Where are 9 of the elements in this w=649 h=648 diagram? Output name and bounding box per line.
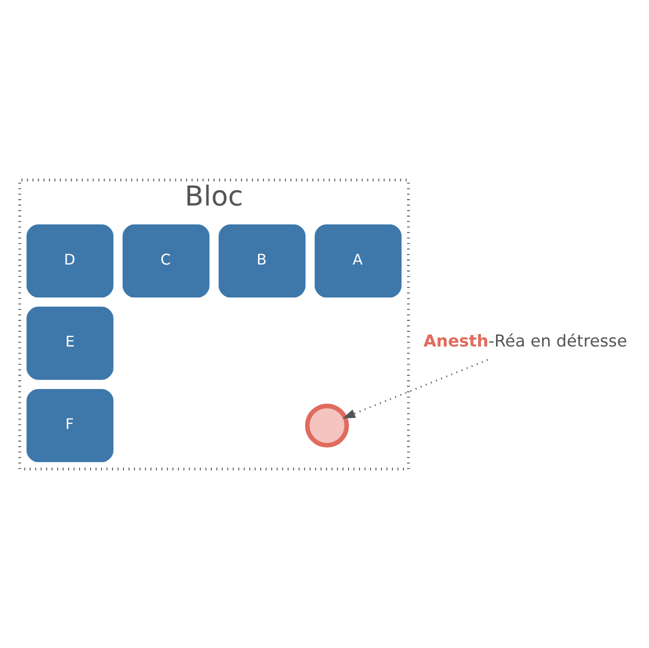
node-circle	[305, 403, 349, 448]
node-box: D	[26, 224, 114, 298]
arrow	[342, 358, 488, 418]
node-text: Anesth-Réa en détresse	[424, 330, 628, 350]
node-box: A	[314, 224, 402, 298]
node-box: F	[26, 388, 114, 462]
node-box: B	[218, 224, 306, 298]
node-box: E	[26, 306, 114, 380]
node-box: C	[122, 224, 210, 298]
